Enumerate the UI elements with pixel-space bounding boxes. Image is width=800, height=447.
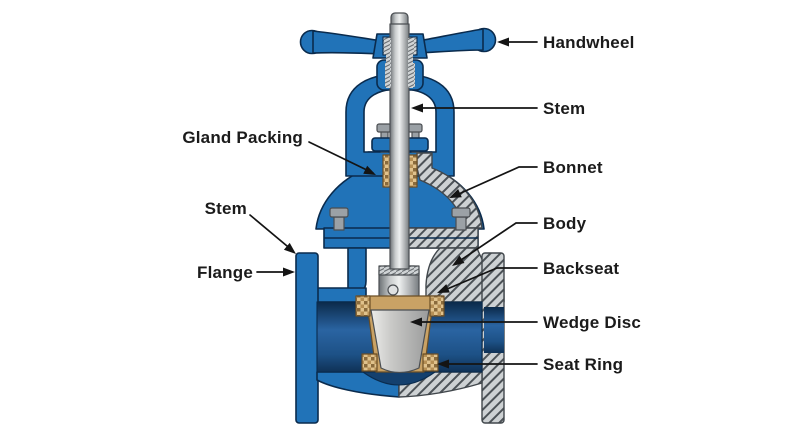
leader-stem-left xyxy=(249,214,294,252)
bonnet-bolt-left-shaft xyxy=(333,216,345,231)
leader-body xyxy=(454,222,538,265)
label-bonnet: Bonnet xyxy=(543,158,603,177)
stem-nut xyxy=(378,265,420,305)
seat-ring-left xyxy=(361,353,378,372)
seat-ring-right xyxy=(422,353,439,372)
gland-nut-right xyxy=(407,123,423,133)
bonnet-bolts xyxy=(329,207,471,231)
arrowhead-handwheel xyxy=(497,37,509,47)
label-flange: Flange xyxy=(197,263,253,282)
backseat-ring-right xyxy=(429,295,445,317)
label-stem-left: Stem xyxy=(205,199,247,218)
arrowhead-backseat xyxy=(437,284,450,293)
flange-left xyxy=(295,252,319,424)
label-backseat: Backseat xyxy=(543,259,619,278)
handwheel-left-arm xyxy=(312,30,383,55)
stem xyxy=(386,12,413,270)
wedge-disc xyxy=(370,309,430,374)
arrowhead-body xyxy=(452,255,465,266)
label-stem-right: Stem xyxy=(543,99,585,118)
bonnet-bolt-left-nut xyxy=(329,207,349,218)
arrowhead-stem-left xyxy=(283,242,296,254)
labels: Handwheel Stem Bonnet Body Backseat Wedg… xyxy=(182,33,641,374)
handwheel-right-arm xyxy=(417,28,484,54)
label-seat-ring: Seat Ring xyxy=(543,355,623,374)
arrowhead-gland-packing xyxy=(363,165,376,175)
label-gland-packing: Gland Packing xyxy=(182,128,303,147)
label-wedge-disc: Wedge Disc xyxy=(543,313,641,332)
wedge-pin xyxy=(387,284,399,296)
leader-gland-packing xyxy=(308,141,374,174)
valve-illustration xyxy=(295,12,505,424)
soft-parts xyxy=(355,154,445,372)
bonnet-bolt-right-shaft xyxy=(455,216,467,231)
arrowhead-stem-right xyxy=(411,103,423,113)
arrowhead-seat-ring xyxy=(437,359,449,369)
stem-threads-right xyxy=(408,38,413,88)
arrowhead-flange xyxy=(283,267,295,277)
arrowheads xyxy=(283,37,509,369)
stem-rod xyxy=(389,23,410,270)
arrowhead-wedge-disc xyxy=(410,317,422,327)
stem-threads-left xyxy=(386,38,391,88)
label-body: Body xyxy=(543,214,587,233)
flange-bore-opening xyxy=(484,307,504,353)
leader-backseat xyxy=(439,267,538,293)
body-sump xyxy=(361,371,437,386)
leader-bonnet xyxy=(451,166,538,198)
arrowhead-bonnet xyxy=(449,189,462,198)
bonnet-bolt-right-nut xyxy=(451,207,471,218)
backseat-ring-left xyxy=(355,295,371,317)
label-handwheel: Handwheel xyxy=(543,33,635,52)
gland-nut-left xyxy=(376,123,392,133)
